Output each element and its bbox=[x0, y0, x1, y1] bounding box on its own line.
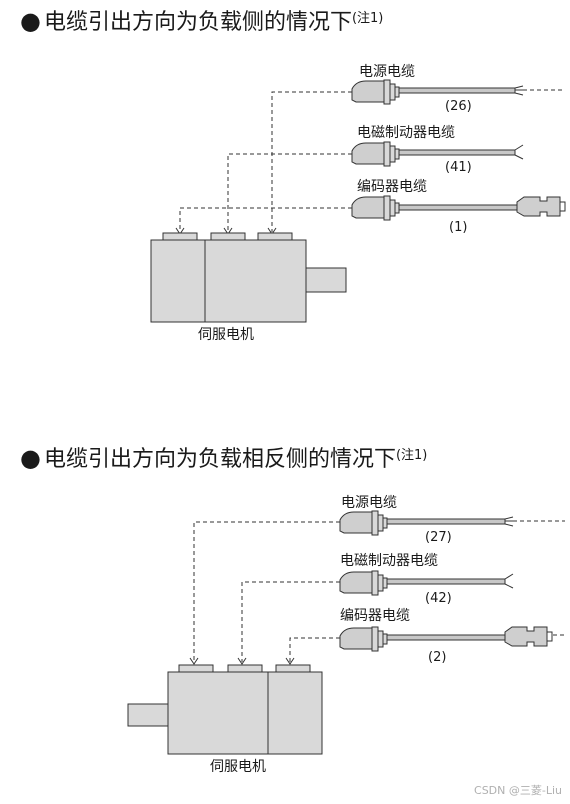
encoder-end-connector bbox=[504, 626, 548, 647]
power-cable-label: 电源电缆 bbox=[359, 64, 415, 80]
section-2-heading: ●电缆引出方向为负载相反侧的情况下(注1) bbox=[20, 444, 428, 472]
brake-cable-label-2: 电磁制动器电缆 bbox=[340, 553, 438, 569]
motor-shaft bbox=[127, 703, 169, 727]
power-cable bbox=[351, 79, 524, 105]
encoder-leader-line bbox=[179, 207, 352, 232]
watermark: CSDN @三菱-Liu bbox=[474, 784, 562, 797]
brake-leader-line bbox=[227, 153, 352, 232]
power-terminal bbox=[178, 664, 214, 673]
encoder-cable-label-2: 编码器电缆 bbox=[340, 608, 410, 624]
power-terminal bbox=[257, 232, 293, 241]
power-cable-code: (26) bbox=[445, 99, 472, 114]
power-cable-label-2: 电源电缆 bbox=[341, 495, 397, 511]
brake-leader-line bbox=[241, 581, 340, 662]
section-2-note: (注1) bbox=[395, 448, 428, 463]
section-1-note: (注1) bbox=[351, 11, 384, 26]
encoder-terminal bbox=[275, 664, 311, 673]
power-leader-line bbox=[193, 521, 340, 662]
leader-lines bbox=[193, 520, 567, 662]
encoder-cable-sheath bbox=[386, 634, 506, 641]
brake-cable-sheath bbox=[386, 578, 506, 585]
power-leader-line bbox=[271, 91, 352, 232]
motor-body bbox=[150, 239, 307, 323]
brake-connector-plug bbox=[351, 142, 385, 165]
servo-motor bbox=[127, 664, 323, 755]
encoder-cable-code: (1) bbox=[449, 220, 468, 235]
motor-label: 伺服电机 bbox=[198, 327, 254, 343]
encoder-connector-plug bbox=[351, 196, 385, 219]
brake-cable-code: (41) bbox=[445, 160, 472, 175]
section-2-title: 电缆引出方向为负载相反侧的情况下 bbox=[43, 447, 396, 472]
brake-terminal bbox=[210, 232, 246, 241]
power-cable-sheath bbox=[398, 87, 516, 94]
encoder-cable-label: 编码器电缆 bbox=[357, 179, 427, 195]
load-side-diagram bbox=[150, 79, 566, 323]
brake-cable-sheath bbox=[398, 149, 516, 156]
leader-lines bbox=[179, 89, 565, 232]
brake-terminal bbox=[227, 664, 263, 673]
motor-body bbox=[167, 671, 323, 755]
power-cable-sheath bbox=[386, 518, 506, 525]
encoder-leader-line bbox=[289, 637, 340, 662]
opposite-side-diagram bbox=[127, 510, 567, 755]
brake-cable-code-2: (42) bbox=[425, 591, 452, 606]
motor-label-2: 伺服电机 bbox=[210, 759, 266, 775]
brake-cable bbox=[351, 141, 524, 167]
motor-shaft bbox=[305, 267, 347, 293]
brake-connector-plug bbox=[339, 571, 373, 594]
servo-motor bbox=[150, 232, 347, 323]
encoder-cable bbox=[351, 195, 566, 221]
encoder-cable-sheath bbox=[398, 204, 518, 211]
brake-cable bbox=[339, 570, 514, 596]
section-1-heading: ●电缆引出方向为负载侧的情况下(注1) bbox=[20, 7, 384, 35]
power-cable-code-2: (27) bbox=[425, 530, 452, 545]
encoder-end-connector bbox=[516, 196, 561, 217]
encoder-terminal bbox=[162, 232, 198, 241]
encoder-cable bbox=[339, 626, 553, 652]
power-connector-plug bbox=[339, 511, 373, 534]
arrow-heads bbox=[189, 657, 295, 665]
encoder-connector-plug bbox=[339, 627, 373, 650]
power-connector-plug bbox=[351, 80, 385, 103]
power-cable bbox=[339, 510, 514, 536]
section-1-title: 电缆引出方向为负载侧的情况下 bbox=[43, 10, 352, 35]
encoder-cable-code-2: (2) bbox=[428, 650, 447, 665]
brake-cable-label: 电磁制动器电缆 bbox=[357, 125, 455, 141]
